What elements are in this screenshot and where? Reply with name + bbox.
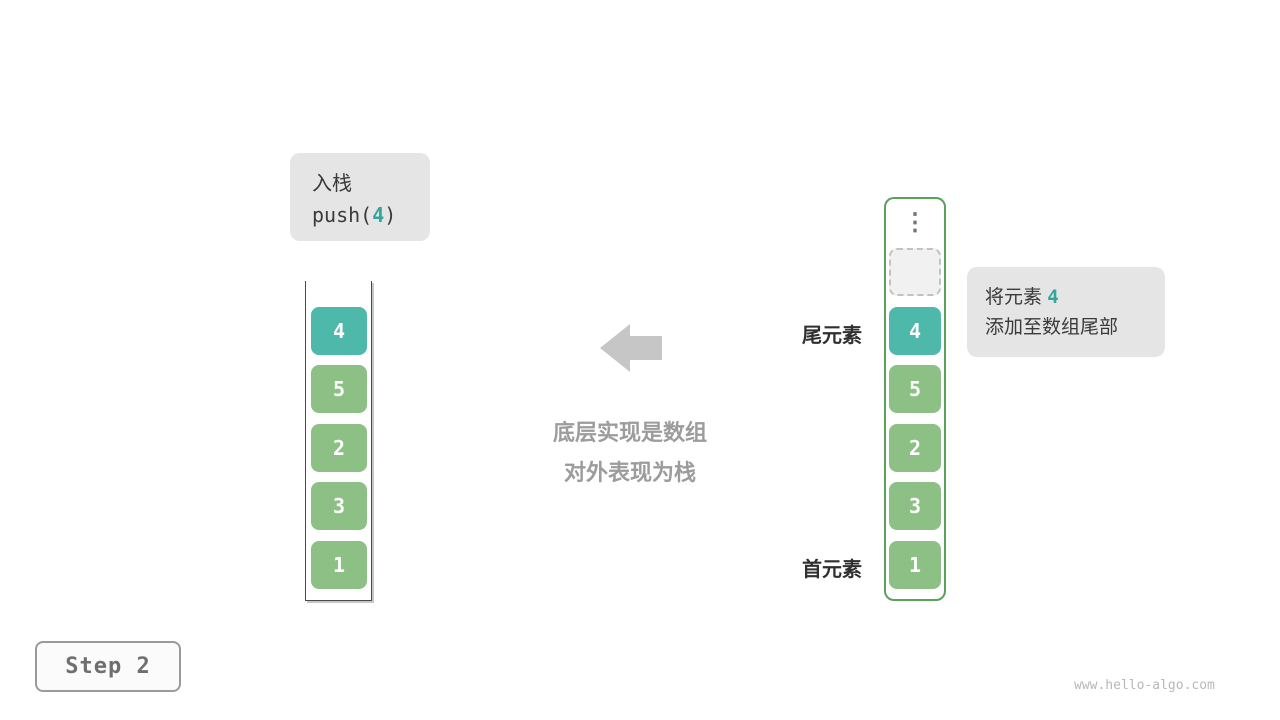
push-code-prefix: push( — [312, 203, 373, 227]
empty-slot-cell — [889, 248, 941, 296]
push-code-arg: 4 — [372, 203, 385, 227]
stack-cell: 5 — [311, 365, 367, 413]
array-cell: 5 — [889, 365, 941, 413]
center-caption-line2: 对外表现为栈 — [563, 460, 696, 485]
center-caption-line1: 底层实现是数组 — [552, 420, 707, 445]
center-caption: 底层实现是数组 对外表现为栈 — [490, 413, 770, 493]
annotation-line1-text: 将元素 — [985, 287, 1043, 308]
left-arrow-icon — [600, 324, 630, 372]
array-cell: 3 — [889, 482, 941, 530]
watermark: www.hello-algo.com — [1074, 678, 1215, 693]
array-cell: 1 — [889, 541, 941, 589]
push-code-suffix: ) — [384, 203, 397, 227]
head-element-label: 首元素 — [802, 559, 862, 581]
push-operation-callout: 入栈 push(4) — [290, 153, 430, 241]
stack-cell: 2 — [311, 424, 367, 472]
annotation-line1: 将元素 4 — [985, 282, 1147, 313]
array-cell: 2 — [889, 424, 941, 472]
stack-cell: 3 — [311, 482, 367, 530]
push-code-line: push(4) — [312, 203, 430, 227]
stack-cell: 4 — [311, 307, 367, 355]
ellipsis-icon: ⋮ — [903, 208, 927, 236]
left-arrow-shaft — [629, 336, 662, 360]
annotation-line1-value: 4 — [1047, 286, 1059, 308]
stack-cell: 1 — [311, 541, 367, 589]
step-badge: Step 2 — [35, 641, 181, 692]
push-operation-title: 入栈 — [312, 173, 352, 195]
annotation-callout: 将元素 4 添加至数组尾部 — [967, 267, 1165, 357]
annotation-line2: 添加至数组尾部 — [985, 317, 1119, 338]
array-cell: 4 — [889, 307, 941, 355]
tail-element-label: 尾元素 — [802, 325, 862, 347]
